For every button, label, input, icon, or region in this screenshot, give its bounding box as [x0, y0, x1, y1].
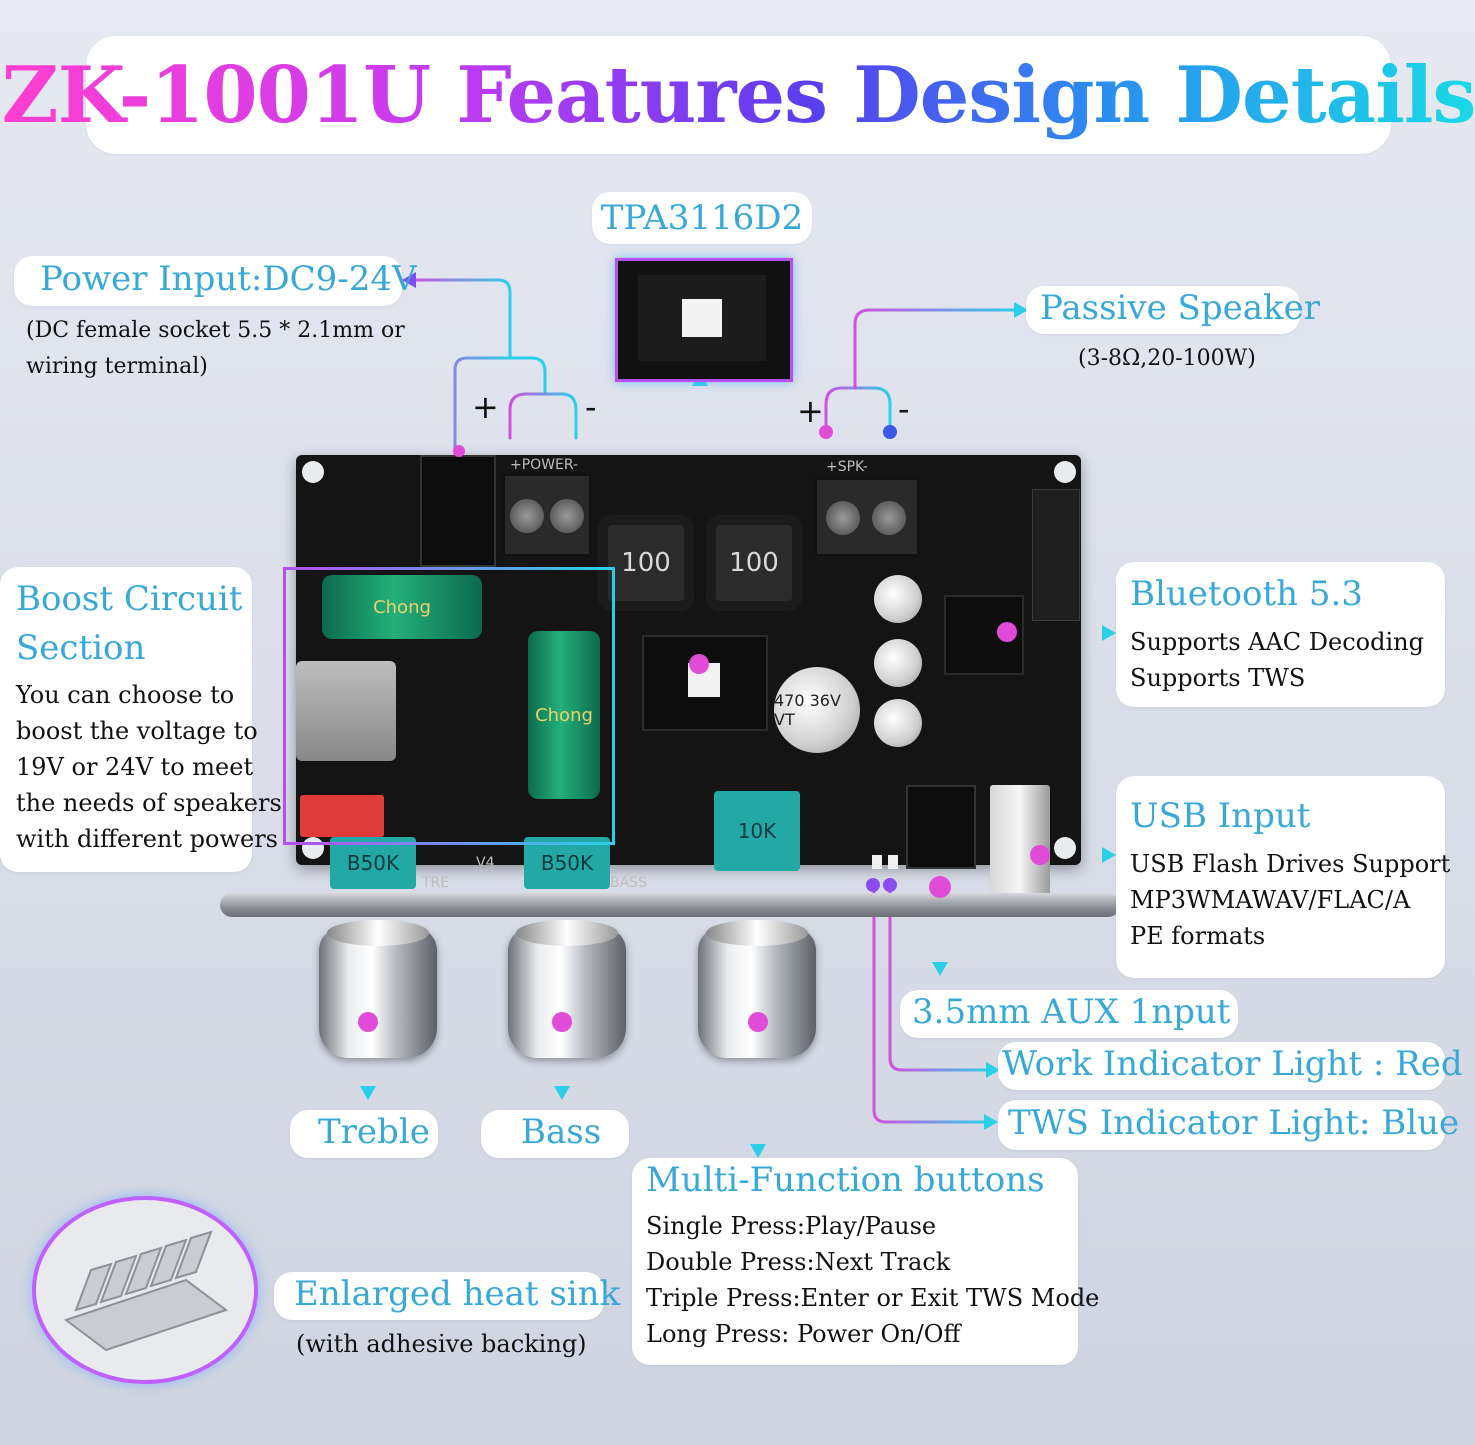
bluetooth-card: Bluetooth 5.3 Supports AAC Decoding Supp… [1116, 562, 1445, 707]
marker-dot [1030, 845, 1050, 865]
chip-label-card: TPA3116D2 [592, 192, 812, 244]
treble-knob[interactable] [319, 920, 437, 1058]
boost-desc-4: the needs of speakers [16, 789, 282, 817]
power-minus: - [585, 388, 597, 426]
boost-desc-2: boost the voltage to [16, 717, 258, 745]
spk-silkscreen: +SPK- [826, 459, 868, 475]
mount-hole [1054, 837, 1076, 859]
work-led [888, 855, 898, 869]
usb-desc-1: USB Flash Drives Support [1130, 850, 1451, 878]
chip-label: TPA3116D2 [600, 197, 804, 238]
multi-function-card: Multi-Function buttons Single Press:Play… [632, 1158, 1099, 1365]
tre-silkscreen: TRE [422, 875, 450, 891]
power-input-desc-1: (DC female socket 5.5 * 2.1mm or [26, 318, 405, 343]
inductor-right: 100 [706, 515, 802, 611]
bass-card: Bass [481, 1110, 629, 1158]
bluetooth-title: Bluetooth 5.3 [1130, 574, 1363, 614]
heat-sink-title: Enlarged heat sink [294, 1274, 621, 1314]
heat-sink-card: Enlarged heat sink [274, 1272, 620, 1320]
usb-title: USB Input [1130, 796, 1311, 836]
marker-dot [748, 1012, 768, 1032]
bass-pot: B50K [524, 837, 610, 889]
bass-knob[interactable] [508, 920, 626, 1058]
tws-led [872, 855, 882, 869]
multi-function-desc-1: Single Press:Play/Pause [646, 1212, 937, 1240]
power-input-card: Power Input:DC9-24V [14, 256, 417, 306]
multi-function-title: Multi-Function buttons [646, 1160, 1045, 1200]
multi-function-desc-3: Triple Press:Enter or Exit TWS Mode [646, 1284, 1100, 1312]
boost-title-2: Section [16, 628, 146, 668]
power-silkscreen: +POWER- [510, 457, 579, 473]
multi-function-desc-4: Long Press: Power On/Off [646, 1320, 961, 1348]
capacitor-small-3 [874, 699, 922, 747]
bluetooth-desc-2: Supports TWS [1130, 664, 1306, 692]
mounting-plate [220, 893, 1120, 917]
boost-title-1: Boost Circuit [16, 579, 243, 619]
capacitor-small-1 [874, 575, 922, 623]
aux-input-label: 3.5mm AUX 1nput [912, 992, 1231, 1032]
mount-hole [302, 461, 324, 483]
title-card: ZK-1001U Features Design Details [2, 36, 1475, 154]
boost-circuit-card: Boost Circuit Section You can choose to … [0, 567, 282, 872]
treble-card: Treble [290, 1110, 438, 1158]
speaker-minus: - [898, 390, 910, 428]
multi-function-knob[interactable] [698, 920, 816, 1058]
v4-silkscreen: V4 [476, 855, 495, 871]
heat-sink-image [36, 1200, 254, 1380]
tws-indicator-label: TWS Indicator Light: Blue [1008, 1103, 1460, 1143]
capacitor-470uf: 470 36V VT [774, 667, 860, 753]
boost-section-outline [283, 567, 615, 845]
usb-desc-2: MP3WMAWAV/FLAC/A [1130, 886, 1411, 914]
marker-dot [883, 425, 897, 439]
capacitor-small-2 [874, 639, 922, 687]
usb-input-card: USB Input USB Flash Drives Support MP3WM… [1116, 776, 1450, 978]
treble-pot: B50K [330, 837, 416, 889]
tws-indicator-card: TWS Indicator Light: Blue [998, 1100, 1459, 1150]
power-input-title: Power Input:DC9-24V [40, 259, 417, 299]
power-plus: + [472, 388, 499, 426]
treble-label: Treble [318, 1112, 430, 1152]
passive-speaker-title: Passive Speaker [1040, 288, 1320, 328]
marker-dot [689, 654, 709, 674]
usb-port[interactable] [990, 785, 1050, 897]
boost-desc-5: with different powers [16, 825, 278, 853]
marker-dot [453, 445, 465, 457]
bluetooth-desc-1: Supports AAC Decoding [1130, 628, 1424, 656]
aux-jack[interactable] [906, 785, 976, 869]
marker-dot [866, 878, 880, 892]
passive-speaker-card: Passive Speaker [1026, 286, 1320, 334]
mount-hole [1054, 461, 1076, 483]
bluetooth-antenna [1032, 489, 1080, 621]
marker-dot [358, 1012, 378, 1032]
marker-dot [819, 425, 833, 439]
tpa-chip-closeup [615, 258, 793, 382]
multi-function-desc-2: Double Press:Next Track [646, 1248, 951, 1276]
multi-function-pot: 10K [714, 791, 800, 871]
marker-dot [997, 622, 1017, 642]
boost-desc-3: 19V or 24V to meet [16, 753, 254, 781]
speaker-terminal [814, 477, 920, 557]
passive-speaker-desc: (3-8Ω,20-100W) [1078, 346, 1256, 371]
power-terminal [502, 473, 592, 557]
tpa-chip [642, 635, 768, 731]
bass-label: Bass [521, 1112, 602, 1152]
boost-desc-1: You can choose to [16, 681, 235, 709]
power-input-desc-2: wiring terminal) [26, 354, 208, 379]
speaker-plus: + [797, 392, 824, 430]
usb-desc-3: PE formats [1130, 922, 1266, 950]
marker-dot [883, 878, 897, 892]
work-indicator-label: Work Indicator Light : Red [1002, 1044, 1463, 1084]
marker-dot [929, 876, 951, 898]
marker-dot [552, 1012, 572, 1032]
bass-silkscreen: BASS [610, 875, 647, 891]
dc-jack [420, 455, 496, 567]
bluetooth-chip [944, 595, 1024, 675]
aux-input-card: 3.5mm AUX 1nput [900, 990, 1238, 1038]
work-indicator-card: Work Indicator Light : Red [998, 1042, 1463, 1090]
heat-sink-desc: (with adhesive backing) [296, 1330, 587, 1358]
page-title: ZK-1001U Features Design Details [1, 49, 1475, 141]
